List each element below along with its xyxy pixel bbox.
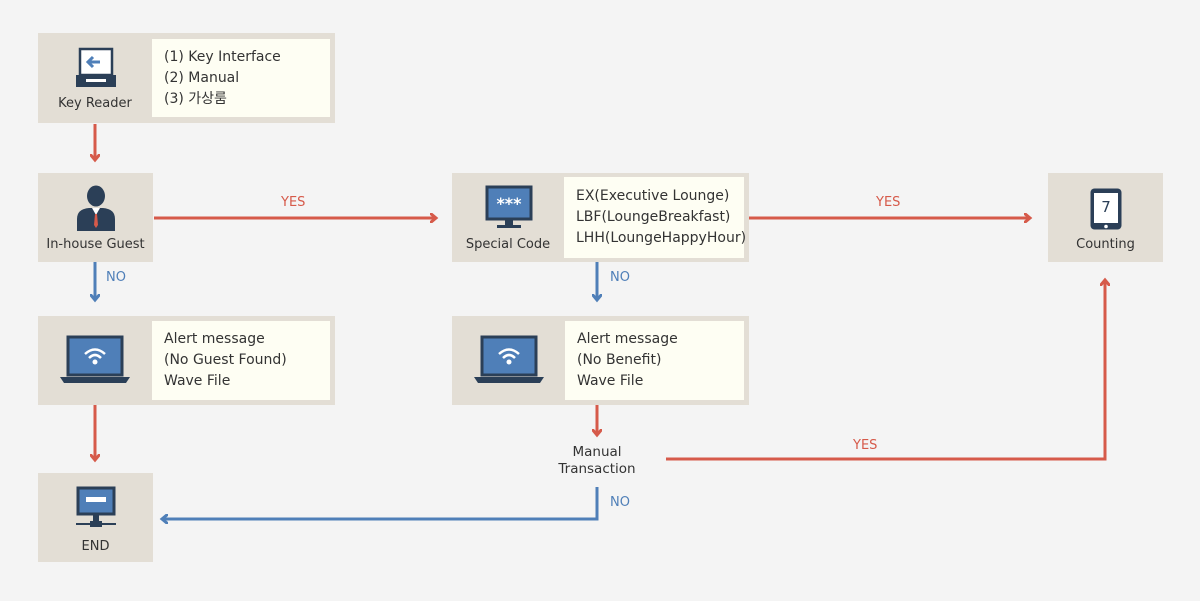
tablet-counter-icon: 7 bbox=[1089, 187, 1123, 235]
key-reader-line-3: (3) 가상룸 bbox=[164, 90, 227, 107]
monitor-code-icon: *** bbox=[485, 185, 533, 233]
counter-value: 7 bbox=[1101, 198, 1111, 216]
laptop-wifi-icon bbox=[474, 335, 544, 389]
special-code-info: EX(Executive Lounge) LBF(LoungeBreakfast… bbox=[564, 177, 747, 258]
special-code-label: Special Code bbox=[465, 237, 551, 252]
alert-no-guest-line-1: Alert message bbox=[164, 331, 265, 347]
special-code-line-3: LHH(LoungeHappyHour) bbox=[576, 230, 747, 246]
key-reader-node: Key Reader (1) Key Interface (2) Manual … bbox=[38, 33, 335, 123]
edge-label-code-yes: YES bbox=[876, 195, 901, 210]
key-reader-line-1: (1) Key Interface bbox=[164, 48, 281, 65]
manual-transaction-line-2: Transaction bbox=[558, 461, 636, 477]
manual-transaction-line-1: Manual bbox=[572, 444, 622, 460]
alert-no-benefit-line-1: Alert message bbox=[577, 331, 678, 347]
svg-text:***: *** bbox=[496, 194, 522, 213]
inhouse-guest-label: In-house Guest bbox=[46, 237, 145, 252]
special-code-line-1: EX(Executive Lounge) bbox=[576, 188, 730, 204]
alert-no-benefit-line-3: Wave File bbox=[577, 373, 644, 389]
edge-label-guest-no: NO bbox=[106, 270, 126, 285]
alert-no-guest-node: Alert message (No Guest Found) Wave File bbox=[38, 316, 335, 405]
alert-no-benefit-line-2: (No Benefit) bbox=[577, 352, 662, 368]
key-reader-info: (1) Key Interface (2) Manual (3) 가상룸 bbox=[152, 39, 330, 117]
edge-label-manual-yes: YES bbox=[853, 438, 878, 453]
person-icon bbox=[75, 185, 117, 235]
alert-no-benefit-node: Alert message (No Benefit) Wave File bbox=[452, 316, 749, 405]
end-label: END bbox=[81, 539, 110, 554]
counting-label: Counting bbox=[1076, 237, 1135, 252]
arrow-manual-no bbox=[162, 487, 599, 519]
edge-label-code-no: NO bbox=[610, 270, 630, 285]
counting-node: 7 Counting bbox=[1048, 173, 1163, 262]
network-terminal-icon bbox=[72, 486, 120, 534]
edge-label-guest-yes: YES bbox=[281, 195, 306, 210]
special-code-node: *** Special Code EX(Executive Lounge) LB… bbox=[452, 173, 749, 262]
manual-transaction-label: Manual Transaction bbox=[547, 444, 647, 478]
alert-no-guest-line-3: Wave File bbox=[164, 373, 231, 389]
end-node: END bbox=[38, 473, 153, 562]
edge-label-manual-no: NO bbox=[610, 495, 630, 510]
alert-no-benefit-info: Alert message (No Benefit) Wave File bbox=[565, 321, 744, 400]
special-code-line-2: LBF(LoungeBreakfast) bbox=[576, 209, 731, 225]
inhouse-guest-node: In-house Guest bbox=[38, 173, 153, 262]
laptop-wifi-icon bbox=[60, 335, 130, 389]
key-reader-icon bbox=[76, 47, 116, 93]
alert-no-guest-info: Alert message (No Guest Found) Wave File bbox=[152, 321, 330, 400]
alert-no-guest-line-2: (No Guest Found) bbox=[164, 352, 287, 368]
key-reader-line-2: (2) Manual bbox=[164, 69, 240, 86]
arrow-manual-yes bbox=[666, 280, 1105, 461]
key-reader-label: Key Reader bbox=[58, 96, 132, 111]
